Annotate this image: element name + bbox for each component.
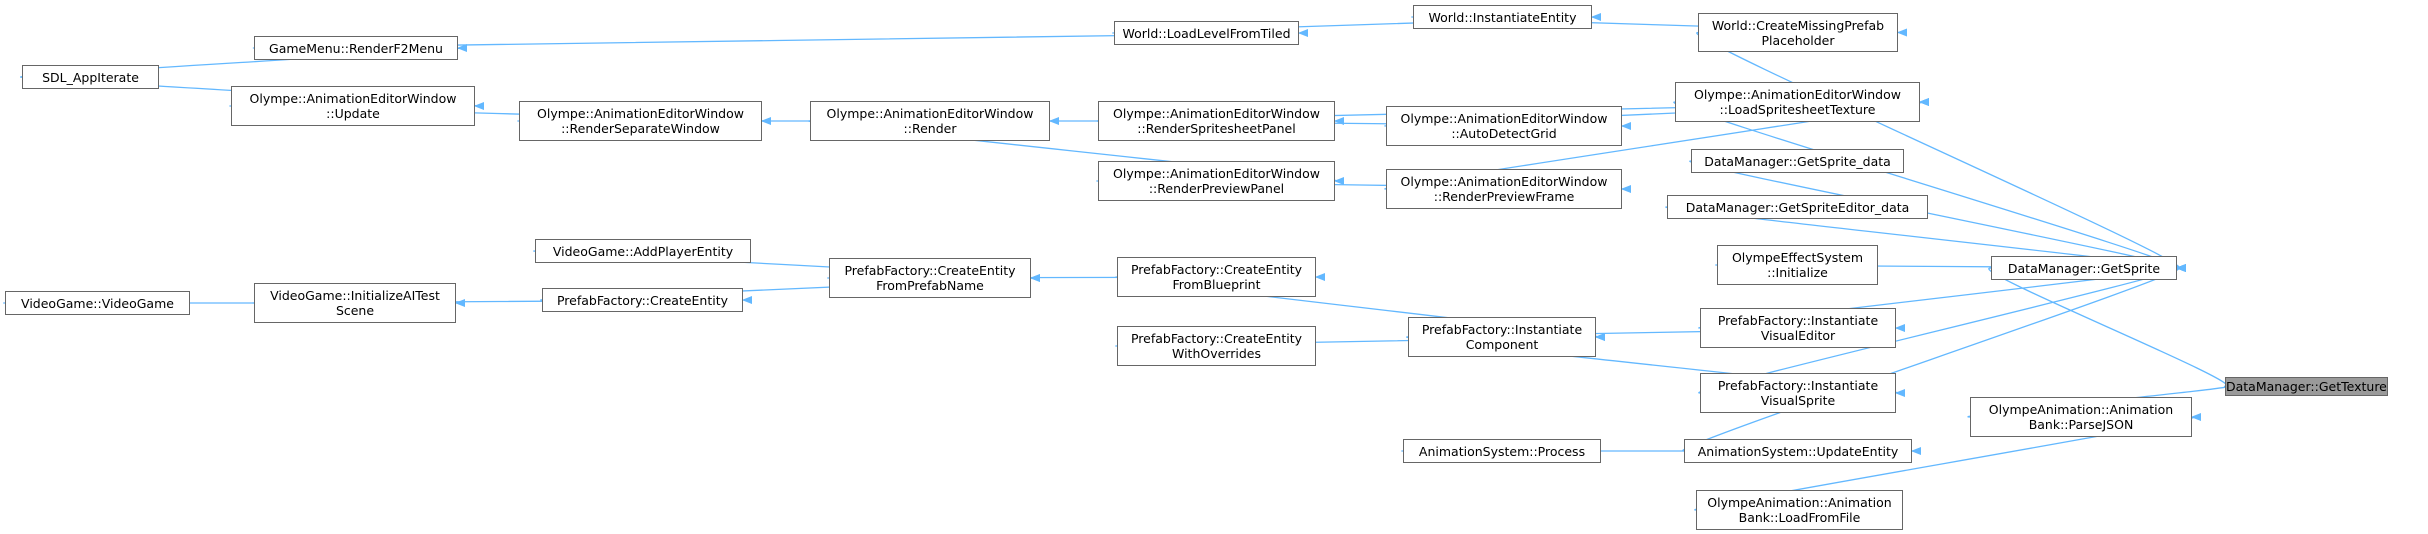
node-label-line: ::AutoDetectGrid bbox=[1451, 126, 1557, 141]
node-label-line: Olympe::AnimationEditorWindow bbox=[1400, 111, 1608, 126]
node-label-line: ::Initialize bbox=[1767, 265, 1828, 280]
node-label-line: Olympe::AnimationEditorWindow bbox=[1113, 166, 1320, 181]
node-label-line: Component bbox=[1465, 337, 1539, 352]
node-label-line: PrefabFactory::CreateEntity bbox=[844, 263, 1016, 278]
node-label-line: WithOverrides bbox=[1172, 346, 1261, 361]
node-anim-process[interactable]: AnimationSystem::Process bbox=[1403, 439, 1601, 463]
node-label-line: PrefabFactory::Instantiate bbox=[1717, 313, 1879, 328]
node-label-line: OlympeAnimation::Animation bbox=[1988, 402, 2174, 417]
node-sdl-app-iterate[interactable]: SDL_AppIterate bbox=[22, 65, 159, 89]
node-get-texture[interactable]: DataManager::GetTexture bbox=[2225, 377, 2388, 396]
node-label-line: FromBlueprint bbox=[1172, 277, 1261, 292]
node-label-line: PrefabFactory::Instantiate bbox=[1421, 322, 1583, 337]
node-get-sprite-data[interactable]: DataManager::GetSprite_data bbox=[1691, 149, 1904, 173]
node-load-level-from-tiled[interactable]: World::LoadLevelFromTiled bbox=[1114, 21, 1299, 45]
node-label-line: DataManager::GetTexture bbox=[2226, 379, 2387, 394]
node-label-line: OlympeEffectSystem bbox=[1731, 250, 1864, 265]
node-label-line: Olympe::AnimationEditorWindow bbox=[1400, 174, 1608, 189]
node-label-line: DataManager::GetSprite bbox=[2007, 260, 2161, 276]
node-label-line: Olympe::AnimationEditorWindow bbox=[537, 106, 744, 121]
node-label-line: Bank::ParseJSON bbox=[2028, 417, 2134, 432]
node-label-line: AnimationSystem::UpdateEntity bbox=[1697, 443, 1899, 459]
node-label-line: FromPrefabName bbox=[876, 278, 984, 293]
node-label-line: ::Update bbox=[326, 106, 380, 121]
node-create-entity[interactable]: PrefabFactory::CreateEntity bbox=[542, 288, 743, 312]
node-label-line: AnimationSystem::Process bbox=[1418, 443, 1586, 459]
node-label-line: ::LoadSpritesheetTexture bbox=[1719, 102, 1876, 117]
node-label-line: World::CreateMissingPrefab bbox=[1711, 17, 1885, 33]
node-label-line: VideoGame::AddPlayerEntity bbox=[552, 243, 734, 259]
node-label-line: World::InstantiateEntity bbox=[1428, 9, 1577, 25]
node-label-line: GameMenu::RenderF2Menu bbox=[269, 40, 443, 56]
node-label-line: ::RenderSpritesheetPanel bbox=[1137, 121, 1296, 136]
node-video-game-ctor[interactable]: VideoGame::VideoGame bbox=[5, 291, 190, 315]
node-label-line: ::RenderPreviewPanel bbox=[1148, 181, 1285, 196]
node-render-preview-frame[interactable]: Olympe::AnimationEditorWindow::RenderPre… bbox=[1386, 169, 1622, 209]
node-label-line: ::RenderSeparateWindow bbox=[561, 121, 720, 136]
node-label-line: VideoGame::InitializeAITest bbox=[270, 288, 440, 303]
node-editor-update[interactable]: Olympe::AnimationEditorWindow::Update bbox=[231, 86, 475, 126]
node-label-line: DataManager::GetSprite_data bbox=[1704, 153, 1891, 169]
node-label-line: SDL_AppIterate bbox=[42, 69, 139, 85]
node-label-line: DataManager::GetSpriteEditor_data bbox=[1685, 199, 1910, 215]
node-label-line: PrefabFactory::CreateEntity bbox=[1130, 331, 1303, 346]
node-label-line: VisualEditor bbox=[1760, 328, 1836, 343]
node-get-sprite[interactable]: DataManager::GetSprite bbox=[1991, 256, 2177, 280]
node-editor-render[interactable]: Olympe::AnimationEditorWindow::Render bbox=[810, 101, 1050, 141]
node-label-line: VideoGame::VideoGame bbox=[21, 295, 174, 311]
node-instantiate-entity[interactable]: World::InstantiateEntity bbox=[1413, 5, 1592, 29]
node-label-line: PrefabFactory::CreateEntity bbox=[1130, 262, 1303, 277]
node-label-line: Olympe::AnimationEditorWindow bbox=[249, 91, 457, 106]
node-label-line: Olympe::AnimationEditorWindow bbox=[1113, 106, 1320, 121]
node-render-f2-menu[interactable]: GameMenu::RenderF2Menu bbox=[254, 36, 458, 60]
node-label-line: VisualSprite bbox=[1760, 393, 1836, 408]
edge-get-sprite-to-load-spritesheet-texture bbox=[1673, 101, 2179, 268]
node-label-line: ::RenderPreviewFrame bbox=[1433, 189, 1575, 204]
node-label-line: PrefabFactory::Instantiate bbox=[1717, 378, 1879, 393]
node-render-spritesheet-panel[interactable]: Olympe::AnimationEditorWindow::RenderSpr… bbox=[1098, 101, 1335, 141]
node-label-line: PrefabFactory::CreateEntity bbox=[556, 292, 729, 308]
node-get-sprite-editor-data[interactable]: DataManager::GetSpriteEditor_data bbox=[1667, 195, 1928, 219]
node-label-line: Bank::LoadFromFile bbox=[1738, 510, 1861, 525]
node-label-line: World::LoadLevelFromTiled bbox=[1122, 25, 1291, 41]
node-update-entity[interactable]: AnimationSystem::UpdateEntity bbox=[1684, 439, 1912, 463]
node-effect-system-init[interactable]: OlympeEffectSystem::Initialize bbox=[1717, 245, 1878, 285]
node-label-line: Placeholder bbox=[1761, 32, 1835, 48]
node-auto-detect-grid[interactable]: Olympe::AnimationEditorWindow::AutoDetec… bbox=[1386, 106, 1622, 146]
node-label-line: Olympe::AnimationEditorWindow bbox=[826, 106, 1034, 121]
node-label-line: Olympe::AnimationEditorWindow bbox=[1694, 87, 1901, 102]
node-render-preview-panel[interactable]: Olympe::AnimationEditorWindow::RenderPre… bbox=[1098, 161, 1335, 201]
node-label-line: OlympeAnimation::Animation bbox=[1707, 495, 1892, 510]
node-add-player-entity[interactable]: VideoGame::AddPlayerEntity bbox=[535, 239, 751, 263]
node-label-line: Scene bbox=[335, 303, 375, 318]
node-load-spritesheet-texture[interactable]: Olympe::AnimationEditorWindow::LoadSprit… bbox=[1675, 82, 1920, 122]
node-render-separate-window[interactable]: Olympe::AnimationEditorWindow::RenderSep… bbox=[519, 101, 762, 141]
node-label-line: ::Render bbox=[903, 121, 957, 136]
